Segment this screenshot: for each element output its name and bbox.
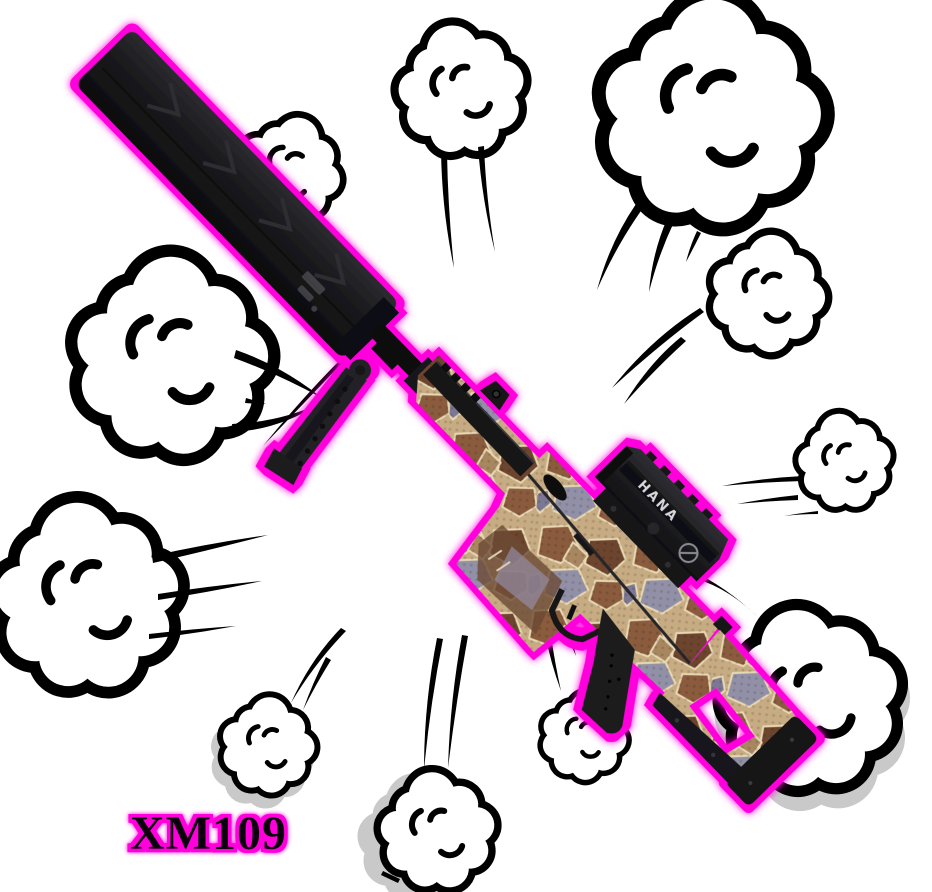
bipod-holes	[297, 386, 348, 467]
trigger-guard	[548, 588, 601, 643]
stock-body	[662, 629, 799, 779]
magazine-markings	[477, 524, 563, 635]
suppressor-chevrons	[146, 82, 347, 286]
weapon-name-label: XM109	[130, 807, 287, 860]
speed-lines-cloud-6	[149, 535, 268, 639]
grip-texture	[604, 653, 621, 711]
speed-lines-cloud-7	[291, 628, 346, 710]
scope-lens	[594, 446, 634, 484]
bipod-foot	[263, 448, 303, 486]
charging-handle	[712, 615, 733, 636]
suppressor	[78, 32, 400, 361]
barrel	[368, 321, 431, 385]
weapon: HANA	[78, 32, 817, 805]
receiver	[456, 450, 733, 695]
speed-lines-cloud-3	[612, 308, 704, 404]
speed-lines-cloud-10	[694, 573, 768, 628]
suppressor-logo	[297, 271, 326, 312]
bipod	[263, 359, 372, 486]
speed-lines-cloud-1	[441, 146, 495, 268]
speed-lines-cloud-8	[381, 635, 468, 883]
speed-lines-cloud-2	[597, 204, 701, 292]
bolt-handle	[573, 533, 595, 556]
rail-notches	[440, 362, 481, 403]
scope: HANA	[593, 446, 729, 589]
scope-knob	[647, 522, 660, 535]
pistol-grip	[581, 608, 635, 734]
scope-top-rail	[646, 450, 714, 520]
suppressor-collar	[334, 296, 400, 361]
ejection-port	[543, 474, 567, 501]
speed-lines-cloud-4	[722, 476, 818, 516]
scope-emblem-icon	[678, 542, 699, 563]
front-sight	[480, 380, 510, 411]
stock	[652, 629, 817, 805]
